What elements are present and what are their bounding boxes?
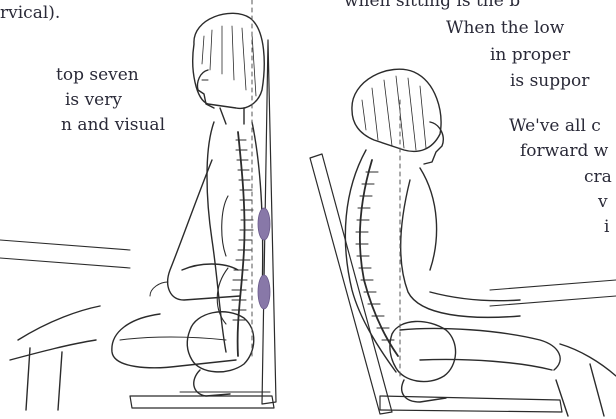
upright-torso — [207, 122, 263, 352]
right-table — [490, 280, 616, 306]
slouched-back — [345, 150, 396, 372]
slouched-spine — [356, 160, 398, 356]
upright-chair-seat — [130, 396, 274, 408]
slouched-sitting-figure — [310, 69, 616, 416]
upright-lumbar-pad-upper — [258, 208, 270, 240]
upright-thigh — [112, 314, 236, 368]
upright-neck — [220, 108, 244, 124]
upright-lower-leg — [10, 306, 100, 410]
upright-sitting-figure — [0, 0, 276, 410]
slouched-lower-leg — [556, 344, 616, 416]
upright-arm — [168, 160, 240, 300]
slouched-chest — [420, 168, 437, 270]
upright-face — [197, 70, 214, 108]
slouched-arm — [401, 180, 520, 317]
left-table — [0, 240, 130, 268]
upright-lumbar-pad-lower — [258, 275, 270, 309]
slouched-thigh — [400, 328, 560, 370]
upright-pelvis — [187, 312, 254, 372]
